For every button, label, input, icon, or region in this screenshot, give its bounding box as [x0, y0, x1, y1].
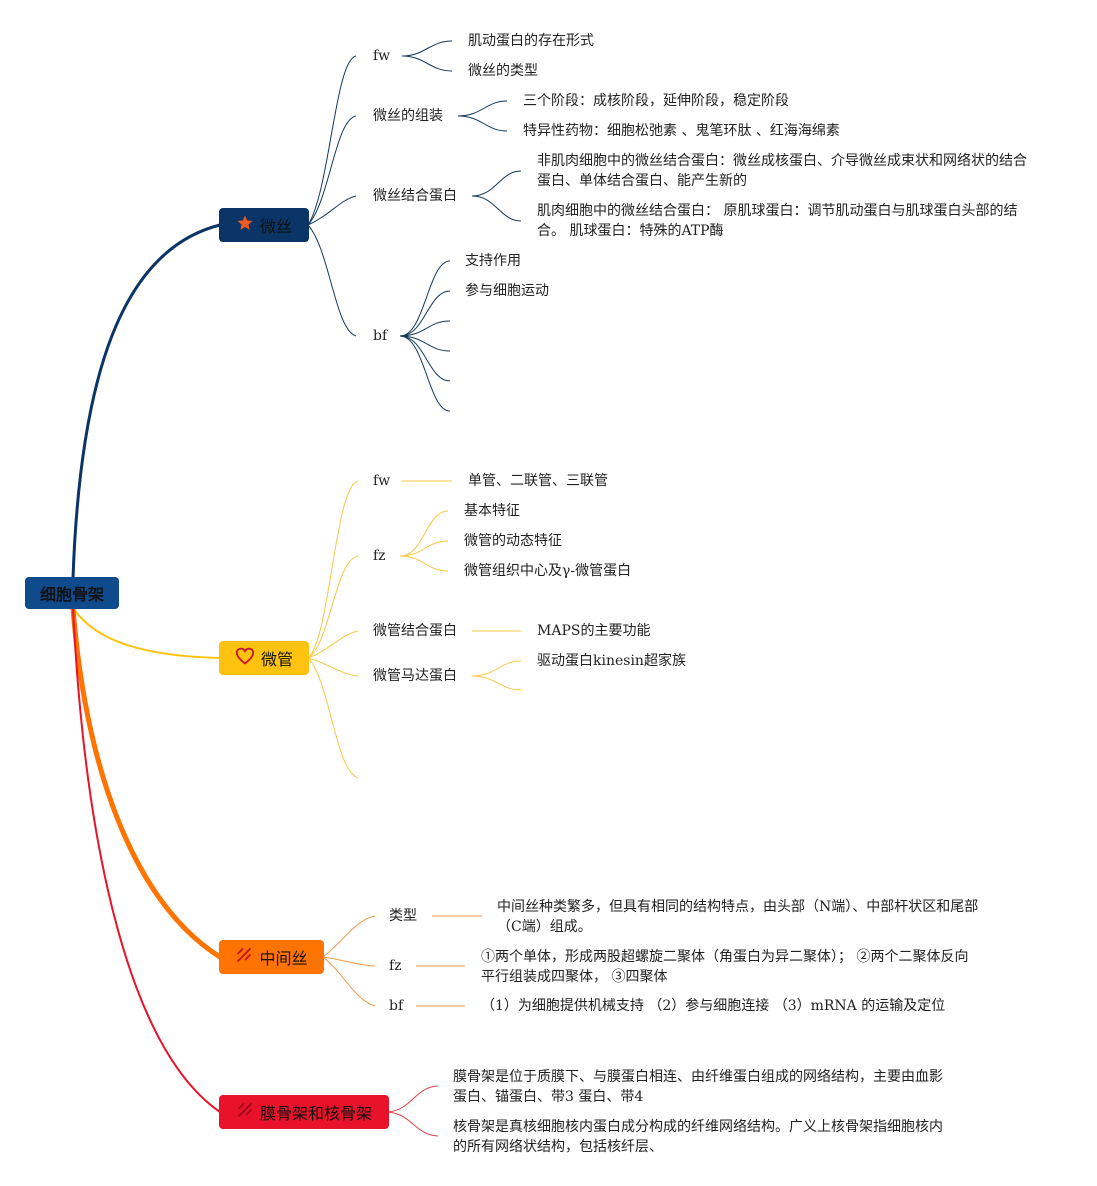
connector-root-intermediate	[70, 605, 223, 960]
mt-binding-item[interactable]: MAPS的主要功能	[537, 623, 651, 639]
connector-membrane-item2	[387, 1111, 439, 1137]
root-node[interactable]: 细胞骨架	[25, 577, 119, 609]
topic-label: 中间丝	[259, 949, 308, 968]
if-bf-item[interactable]: （1）为细胞提供机械支持 （2）参与细胞连接 （3）mRNA 的运输及定位	[481, 998, 946, 1014]
mt-fw-item[interactable]: 单管、二联管、三联管	[468, 473, 608, 489]
topic-label: 微丝	[259, 217, 292, 236]
mf-assembly-label[interactable]: 微丝的组装	[373, 108, 443, 124]
connector-mf-binding	[307, 195, 357, 226]
mf-bf-item[interactable]: 支持作用	[465, 253, 521, 269]
connector-mt-binding	[307, 630, 359, 659]
if-fz-item[interactable]: ①两个单体，形成两股超螺旋二聚体（角蛋白为异二聚体）； ②两个二聚体反向平行组装…	[481, 949, 969, 985]
mf-bf-label[interactable]: bf	[373, 328, 388, 344]
connector-binding-item2	[471, 195, 522, 222]
mt-fz-label[interactable]: fz	[373, 548, 386, 564]
connector-bf-empty4	[399, 335, 451, 412]
connector-root-membrane	[72, 607, 221, 1113]
connector-if-type	[322, 915, 376, 958]
connector-mt-fw	[307, 480, 359, 659]
connector-bf-item1	[399, 260, 451, 337]
connector-fz-item1	[399, 510, 449, 557]
connector-if-fz	[322, 956, 376, 967]
if-type-label[interactable]: 类型	[389, 908, 417, 924]
mf-binding-label[interactable]: 微丝结合蛋白	[373, 188, 457, 204]
connector-assembly-item2	[457, 115, 508, 132]
connector-mt-motor	[307, 657, 359, 677]
topic-membrane-nuclear-skeleton[interactable]: 膜骨架和核骨架	[219, 1095, 389, 1129]
connector-bf-empty3	[399, 335, 451, 382]
connector-mf-fw	[307, 55, 357, 226]
connector-mt-fz	[307, 555, 359, 659]
tools-icon	[235, 946, 253, 968]
heart-icon	[235, 647, 255, 669]
mt-fw-label[interactable]: fw	[373, 473, 391, 489]
star-icon	[236, 214, 254, 236]
topic-label: 膜骨架和核骨架	[259, 1104, 372, 1123]
root-label: 细胞骨架	[39, 585, 104, 604]
if-bf-label[interactable]: bf	[389, 998, 404, 1014]
connector-membrane-item1	[387, 1085, 439, 1113]
connector-fz-item2	[399, 540, 449, 557]
connector-bf-empty2	[399, 335, 451, 352]
connector-root-microtubule	[72, 607, 221, 659]
connector-assembly-item1	[457, 100, 508, 117]
connector-bf-item2	[399, 290, 451, 337]
connector-binding-item1	[471, 170, 522, 197]
mt-binding-label[interactable]: 微管结合蛋白	[373, 623, 457, 639]
topic-microtubule[interactable]: 微管	[219, 641, 309, 675]
mt-motor-item[interactable]: 驱动蛋白kinesin超家族	[537, 653, 686, 669]
mf-assembly-item[interactable]: 特异性药物：细胞松弛素 、鬼笔环肽 、红海海绵素	[523, 123, 840, 139]
topic-microfilament[interactable]: 微丝	[219, 208, 309, 242]
mf-binding-item[interactable]: 非肌肉细胞中的微丝结合蛋白：微丝成核蛋白、介导微丝成束状和网络状的结合蛋白、单体…	[537, 153, 1027, 189]
connector-fw-item1	[401, 40, 453, 57]
connector-motor-item2	[471, 675, 522, 691]
mt-fz-item[interactable]: 微管组织中心及γ-微管蛋白	[464, 563, 632, 579]
mf-fw-item[interactable]: 微丝的类型	[468, 63, 538, 79]
connector-if-bf	[322, 956, 376, 1007]
mf-bf-item[interactable]: 参与细胞运动	[465, 283, 549, 299]
tools-icon	[236, 1101, 254, 1123]
connector-bf-empty1	[399, 320, 451, 337]
connector-mf-assembly	[307, 115, 357, 226]
if-fz-label[interactable]: fz	[389, 958, 402, 974]
if-type-item[interactable]: 中间丝种类繁多，但具有相同的结构特点，由头部（N端）、中部杆状区和尾部（C端）组…	[497, 899, 979, 935]
topic-intermediate-filament[interactable]: 中间丝	[219, 940, 324, 974]
mt-fz-item[interactable]: 基本特征	[464, 503, 520, 519]
topic-label: 微管	[260, 650, 293, 669]
connector-mf-bf	[307, 224, 357, 337]
connector-motor-item1	[471, 660, 522, 677]
connector-root-microfilament	[71, 223, 222, 580]
mf-assembly-item[interactable]: 三个阶段：成核阶段，延伸阶段，稳定阶段	[523, 93, 789, 109]
mf-fw-item[interactable]: 肌动蛋白的存在形式	[468, 33, 594, 49]
membrane-item[interactable]: 核骨架是真核细胞核内蛋白成分构成的纤维网络结构。广义上核骨架指细胞核内的所有网络…	[453, 1119, 943, 1155]
connector-mt-empty	[307, 657, 359, 779]
connector-fw-item2	[401, 55, 453, 72]
mf-fw-label[interactable]: fw	[373, 48, 391, 64]
mt-motor-label[interactable]: 微管马达蛋白	[373, 668, 457, 684]
connector-fz-item3	[399, 555, 449, 572]
membrane-item[interactable]: 膜骨架是位于质膜下、与膜蛋白相连、由纤维蛋白组成的网络结构，主要由血影蛋白、锚蛋…	[453, 1069, 943, 1105]
mf-binding-item[interactable]: 肌肉细胞中的微丝结合蛋白： 原肌球蛋白：调节肌动蛋白与肌球蛋白头部的结合。 肌球…	[537, 203, 1018, 239]
mt-fz-item[interactable]: 微管的动态特征	[464, 533, 562, 549]
